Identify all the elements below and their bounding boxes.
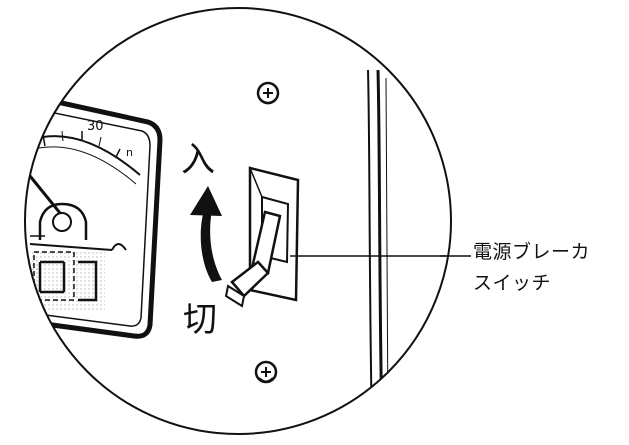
meter-needle	[28, 175, 62, 214]
magnifier-circle	[24, 7, 452, 435]
analog-meter: 0 30 n	[28, 93, 163, 339]
meter-scale-mark-1: 30	[87, 119, 104, 134]
on-label: 入	[181, 140, 215, 180]
callout-label-line-2: スイッチ	[473, 272, 552, 294]
screw-top-icon	[256, 81, 280, 105]
panel-edge	[367, 69, 389, 431]
callout-label-line-1: 電源ブレーカ	[473, 241, 591, 263]
screw-bottom-icon	[254, 360, 278, 384]
meter-scale-mark-2: n	[126, 146, 133, 159]
up-arrow-icon	[190, 186, 222, 282]
breaker-lever[interactable]	[224, 210, 282, 308]
off-label: 切	[183, 300, 217, 340]
